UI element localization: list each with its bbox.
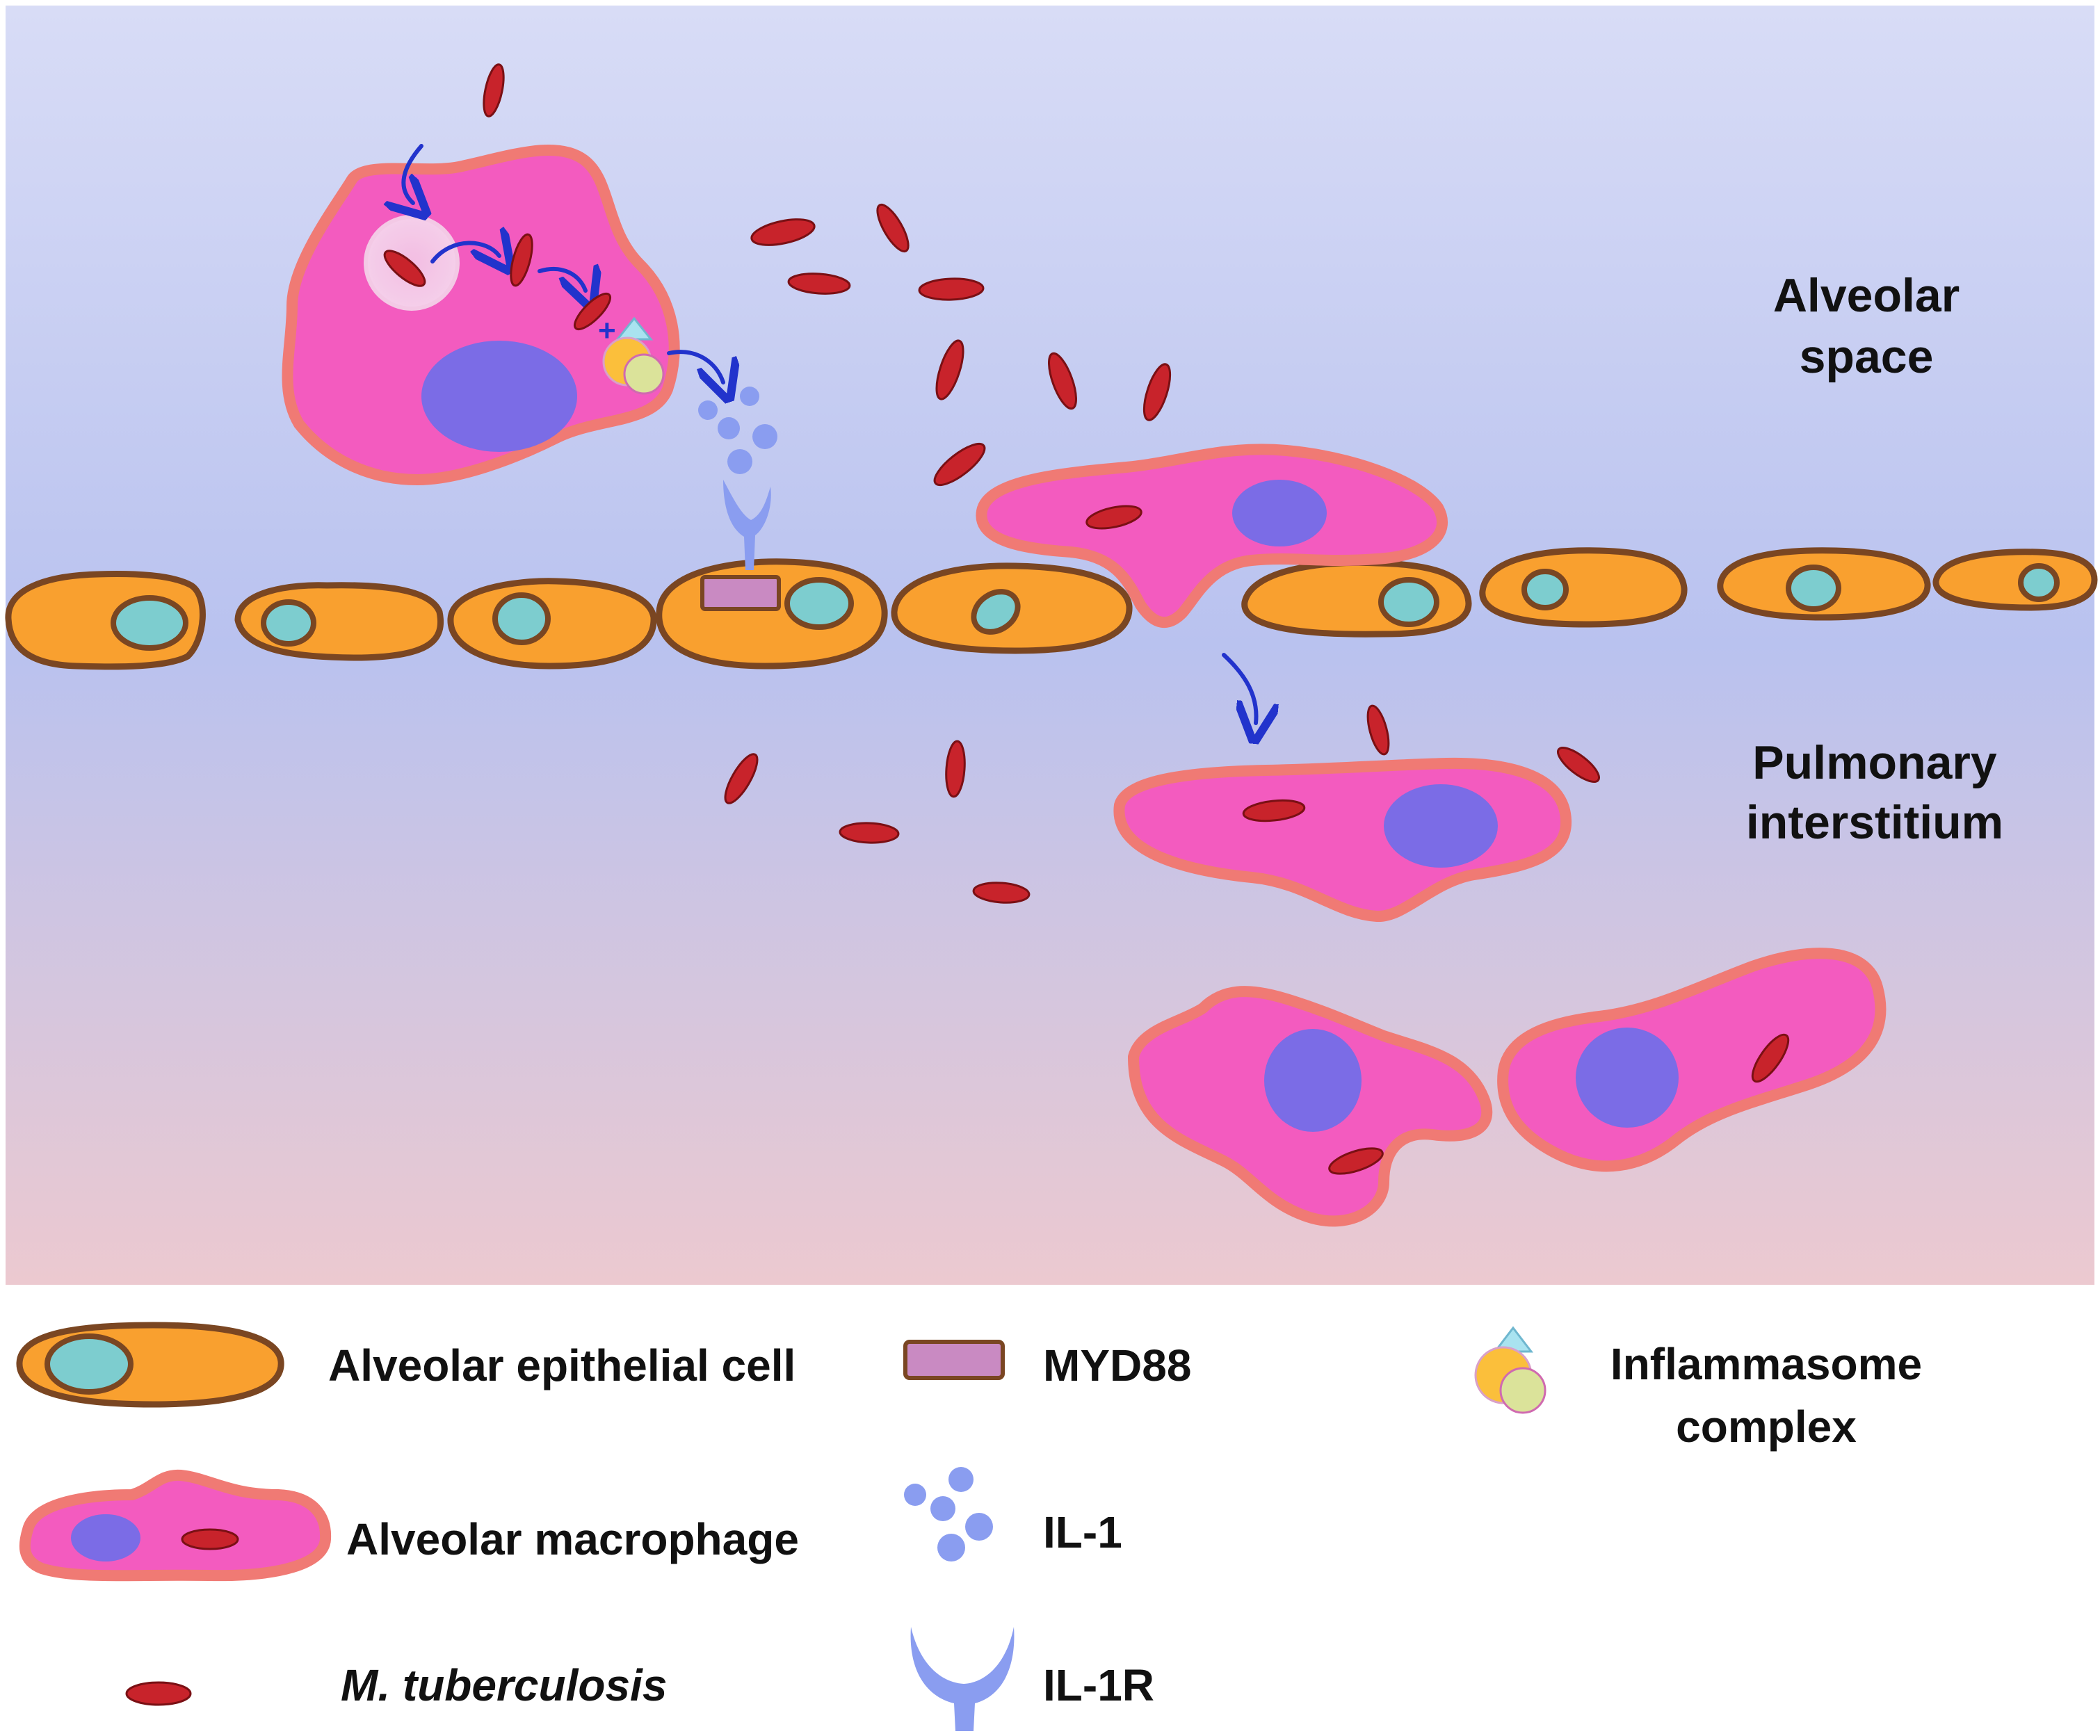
il1-receptor-membrane (723, 480, 771, 570)
legend-inflammasome-label-line1: Inflammasome (1610, 1339, 1922, 1389)
mtb-bacillus (787, 273, 851, 295)
arrow-migration (1222, 653, 1257, 723)
epithelial-cell (1717, 547, 1931, 621)
mtb-bacillus (839, 822, 900, 844)
region-label-pulmonary-interstitium: Pulmonary interstitium (1746, 736, 2003, 849)
arrows (403, 144, 1257, 723)
legend-myd88-label: MYD88 (1043, 1340, 1191, 1390)
pulmonary-interstitium-line1: Pulmonary (1752, 736, 1997, 789)
legend-il1-label: IL-1 (1043, 1507, 1122, 1557)
legend: Alveolar epithelial cell MYD88 Inflammas… (16, 1322, 1922, 1731)
arrow-il1-release (667, 350, 723, 382)
mtb-bacillus (750, 218, 816, 246)
legend-myd88-icon (903, 1340, 1005, 1380)
bacteria-group (383, 63, 1790, 1175)
macrophage-interstitium-lower-right (1497, 948, 1887, 1172)
alveolar-space-line1: Alveolar (1773, 269, 1960, 322)
mtb-bacillus (918, 277, 985, 301)
mtb-bacillus (1366, 704, 1390, 756)
myd88-block (700, 575, 781, 611)
mtb-bacillus (483, 63, 505, 117)
mtb-bacillus (574, 293, 611, 330)
epithelial-cell (447, 578, 657, 670)
mtb-bacillus (1142, 363, 1172, 421)
legend-il1-icon (904, 1467, 993, 1561)
legend-macrophage-label: Alveolar macrophage (346, 1514, 799, 1564)
epithelial-cell (891, 562, 1133, 654)
inflammasome-in-cell (602, 316, 665, 395)
macrophage-interstitium-lower-left (1128, 986, 1493, 1227)
mtb-bacillus (1751, 1033, 1790, 1083)
mtb-bacillus (1085, 505, 1142, 530)
macrophage-infected-upper (282, 144, 680, 485)
mtb-bacillus (1242, 799, 1306, 822)
region-label-alveolar-space: Alveolar space (1773, 269, 1960, 383)
epithelial-layer (5, 547, 2098, 670)
epithelial-cell (1241, 559, 1472, 638)
macrophage-interstitium-middle (1113, 757, 1572, 922)
mtb-bacillus (876, 203, 910, 253)
legend-epithelial-icon (16, 1322, 284, 1408)
mtb-bacillus (724, 753, 759, 804)
legend-mtb-icon (125, 1681, 192, 1706)
plus-sign: + (598, 314, 616, 348)
epithelial-cell (5, 571, 206, 670)
arrow-phagosome-escape (430, 243, 499, 261)
arrow-entry (403, 144, 421, 203)
mtb-bacillus (935, 339, 964, 400)
macrophage-crossing-epithelium (976, 444, 1448, 628)
legend-macrophage-icon (19, 1469, 332, 1582)
mtb-bacillus (383, 250, 426, 287)
pulmonary-interstitium-line2: interstitium (1746, 796, 2003, 849)
legend-il1r-icon (910, 1627, 1015, 1731)
mtb-bacillus (972, 882, 1031, 904)
epithelial-cell (1479, 547, 1688, 628)
epithelial-cell (1932, 549, 2098, 611)
epithelial-cell (234, 582, 444, 661)
mtb-bacillus (1557, 747, 1600, 783)
mtb-bacillus (933, 442, 986, 487)
mtb-bacillus (1048, 352, 1077, 410)
legend-inflammasome-icon (1474, 1326, 1546, 1414)
legend-il1r-label: IL-1R (1043, 1660, 1154, 1710)
mtb-bacillus (510, 233, 533, 287)
mtb-bacillus (1328, 1147, 1384, 1175)
alveolar-space-line2: space (1800, 330, 1934, 383)
mtb-bacillus (945, 740, 966, 798)
legend-epithelial-label: Alveolar epithelial cell (328, 1340, 795, 1390)
legend-mtb-label: M. tuberculosis (341, 1660, 667, 1710)
arrow-cytosol (538, 269, 585, 291)
legend-inflammasome-label-line2: complex (1676, 1402, 1857, 1452)
